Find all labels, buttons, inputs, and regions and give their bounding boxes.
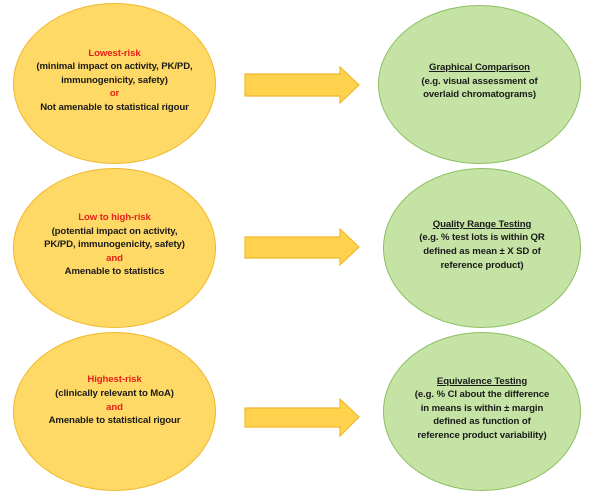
method-title: Quality Range Testing: [432, 218, 532, 230]
risk-description-line: (clinically relevant to MoA): [55, 387, 174, 399]
risk-condition: Not amenable to statistical rigour: [40, 101, 189, 113]
risk-level-label: Lowest-risk: [88, 47, 141, 59]
method-description-line: reference product variability): [417, 429, 547, 441]
risk-description-line: immunogenicity, safety): [61, 74, 168, 86]
method-description-line: (e.g. visual assessment of: [421, 75, 538, 87]
risk-condition: Amenable to statistics: [64, 266, 165, 278]
right-arrow-icon: [244, 66, 360, 105]
risk-description-line: PK/PD, immunogenicity, safety): [44, 239, 185, 251]
method-description-line: defined as function of: [433, 416, 531, 428]
risk-ellipse-highest: Highest-risk (clinically relevant to MoA…: [13, 332, 216, 491]
risk-connector: or: [109, 88, 120, 100]
method-description-line: overlaid chromatograms): [423, 89, 536, 101]
risk-description-line: (minimal impact on activity, PK/PD,: [36, 61, 193, 73]
risk-connector: and: [106, 252, 123, 264]
method-ellipse-quality-range-testing: Quality Range Testing (e.g. % test lots …: [383, 168, 581, 328]
method-ellipse-equivalence-testing: Equivalence Testing (e.g. % CI about the…: [383, 332, 581, 491]
risk-ellipse-low-to-high: Low to high-risk (potential impact on ac…: [13, 168, 216, 328]
risk-level-label: Highest-risk: [87, 374, 142, 386]
risk-connector: and: [106, 401, 123, 413]
method-description-line: (e.g. % test lots is within QR: [419, 232, 545, 244]
method-description-line: in means is within ± margin: [420, 402, 544, 414]
method-description-line: defined as mean ± X SD of: [423, 246, 541, 257]
method-title: Graphical Comparison: [429, 62, 530, 74]
method-ellipse-graphical-comparison: Graphical Comparison (e.g. visual assess…: [378, 5, 581, 164]
risk-ellipse-lowest: Lowest-risk (minimal impact on activity,…: [13, 3, 216, 164]
risk-condition: Amenable to statistical rigour: [48, 415, 181, 427]
risk-description-line: (potential impact on activity,: [51, 225, 178, 237]
method-description-line: reference product): [440, 259, 524, 271]
method-description-line: (e.g. % CI about the difference: [414, 389, 550, 401]
method-title: Equivalence Testing: [436, 375, 528, 387]
right-arrow-icon: [244, 398, 360, 438]
right-arrow-icon: [244, 228, 360, 267]
risk-level-label: Low to high-risk: [78, 212, 151, 224]
